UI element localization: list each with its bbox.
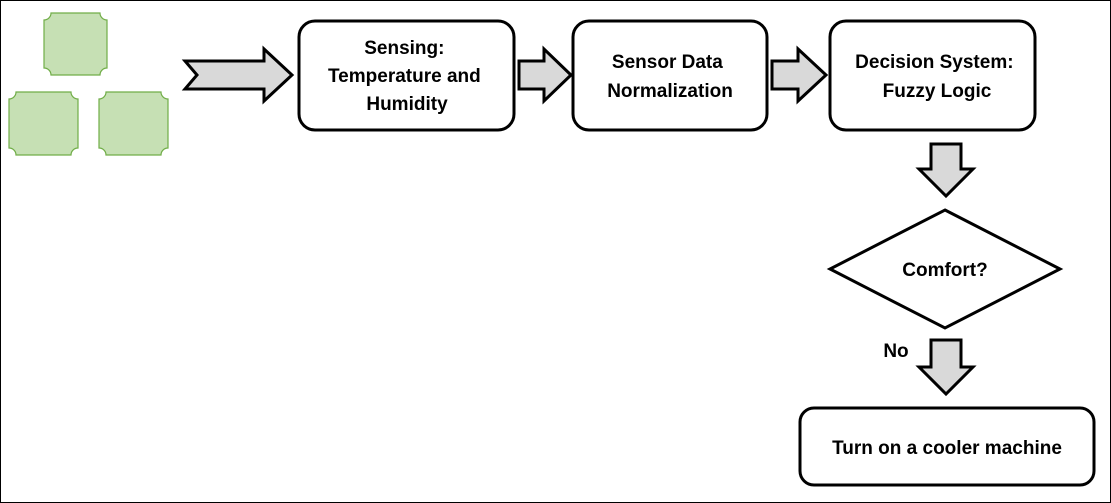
node-normalization-box <box>571 19 769 132</box>
node-sensing: Sensing: Temperature and Humidity <box>297 19 516 132</box>
node-cooler-box <box>798 406 1096 487</box>
node-decision-label: Decision System: Fuzzy Logic <box>855 52 1019 102</box>
node-normalization: Sensor Data Normalization <box>571 19 769 132</box>
sensor-module-right <box>98 91 169 156</box>
node-decision-line-1: Decision System: <box>855 52 1013 73</box>
node-sensing-box <box>297 19 516 132</box>
sensor-module-left <box>8 91 79 156</box>
node-normalization-line-2: Normalization <box>607 81 733 102</box>
node-sensing-line-3: Humidity <box>366 94 448 115</box>
arrow-decision-to-comfort <box>915 142 977 199</box>
sensor-modules <box>8 12 169 156</box>
node-sensing-label: Sensing: Temperature and Humidity <box>328 38 486 115</box>
node-normalization-line-1: Sensor Data <box>612 52 723 73</box>
node-cooler-label: Turn on a cooler machine <box>832 438 1062 459</box>
node-sensing-line-1: Sensing: <box>364 38 444 59</box>
sensor-module-top <box>43 12 108 76</box>
node-cooler: Turn on a cooler machine <box>798 406 1096 487</box>
node-decision: Decision System: Fuzzy Logic <box>828 19 1037 132</box>
node-normalization-label: Sensor Data Normalization <box>607 52 733 102</box>
node-comfort: Comfort? <box>826 208 1064 330</box>
node-decision-line-2: Fuzzy Logic <box>883 81 992 102</box>
node-sensing-line-2: Temperature and <box>328 66 481 87</box>
arrow-comfort-to-cooler <box>915 338 977 397</box>
node-comfort-label: Comfort? <box>902 260 987 281</box>
node-decision-box <box>828 19 1037 132</box>
arrow-sensing-to-normalization <box>517 45 574 105</box>
node-comfort-diamond <box>826 208 1064 330</box>
arrow-normalization-to-decision <box>770 45 829 105</box>
arrow-sensors-to-sensing <box>181 45 295 105</box>
edge-no-label: No <box>883 341 908 362</box>
